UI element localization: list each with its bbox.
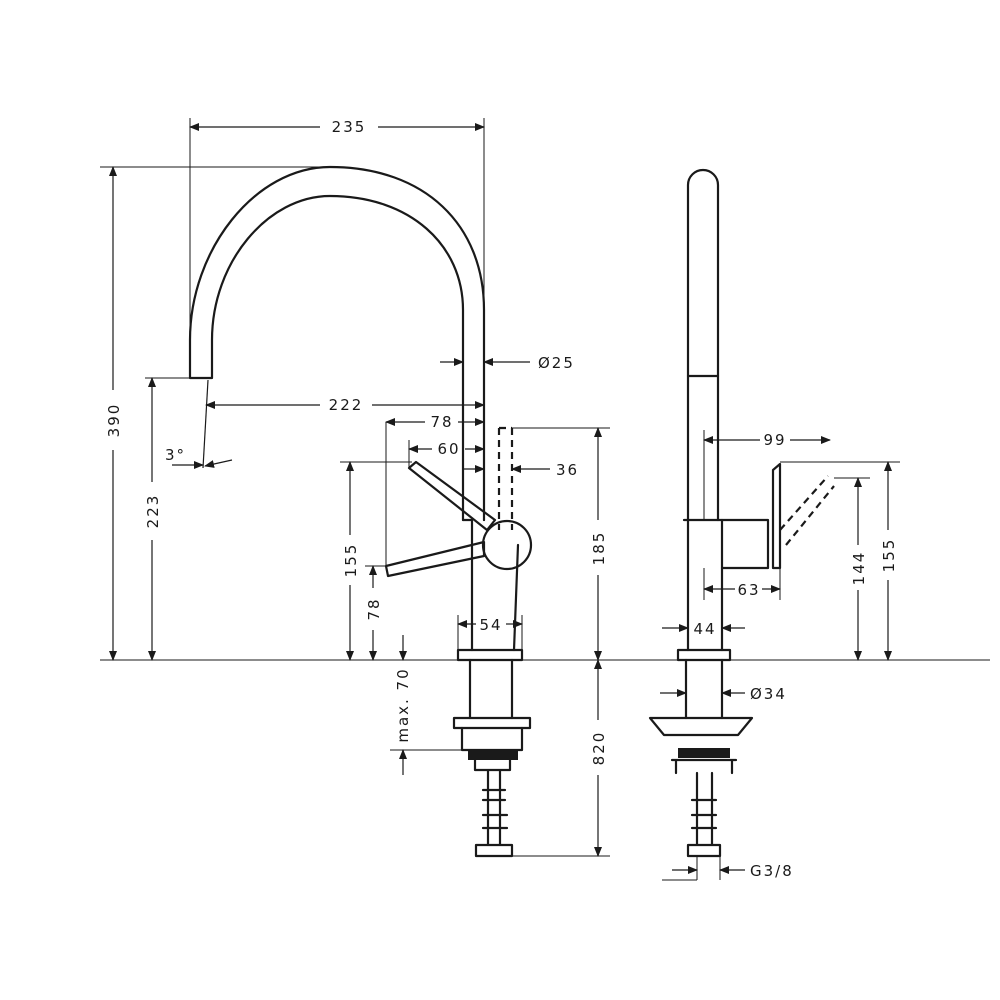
dim-label-222: 222 — [329, 396, 364, 414]
dim-label-g3-8: G3/8 — [750, 862, 794, 880]
side-cartridge — [720, 518, 770, 570]
side-lever-dashed — [779, 475, 835, 546]
front-mounting-plate — [452, 716, 532, 730]
dim-label-235: 235 — [332, 118, 367, 136]
front-nut-thread — [468, 750, 518, 760]
dim-label-820: 820 — [590, 731, 608, 766]
dim-label-angle-3: 3° — [165, 446, 186, 464]
side-view — [648, 168, 900, 881]
dim-label-78-low: 78 — [365, 597, 383, 620]
front-base — [456, 648, 524, 662]
side-spout-outline — [686, 168, 720, 522]
dim-label-390: 390 — [105, 403, 123, 438]
side-base — [676, 648, 732, 662]
side-mounting-plate — [648, 716, 754, 737]
dim-label-99: 99 — [763, 431, 786, 449]
dim-label-44: 44 — [693, 620, 716, 638]
lever-arm — [407, 460, 497, 532]
dim-label-max-70: max. 70 — [394, 667, 412, 742]
side-shank — [684, 658, 724, 720]
lever-hub — [481, 519, 533, 571]
dim-label-36: 36 — [556, 461, 579, 479]
dim-label-63: 63 — [737, 581, 760, 599]
dim-label-155-side: 155 — [880, 538, 898, 573]
dim-label-78-top: 78 — [430, 413, 453, 431]
lever-arm-open — [384, 540, 486, 578]
spout-outline — [188, 165, 486, 522]
dimension-labels: 235 390 Ø25 222 78 60 3° 36 223 155 78 1… — [105, 118, 898, 880]
dim-label-185: 185 — [590, 531, 608, 566]
side-hose-fittings — [670, 758, 738, 858]
dim-label-60: 60 — [437, 440, 460, 458]
dim-label-223: 223 — [144, 494, 162, 529]
front-view — [100, 118, 990, 858]
front-body — [461, 518, 520, 652]
dim-label-54: 54 — [479, 616, 502, 634]
side-nut-thread — [678, 748, 730, 758]
dim-label-144: 144 — [850, 551, 868, 586]
front-nut — [460, 726, 524, 752]
spout-outlet-tip — [202, 379, 209, 469]
dim-label-diameter-34: Ø34 — [750, 685, 787, 703]
dim-label-diameter-25: Ø25 — [538, 354, 575, 372]
lever-dashed-position — [497, 426, 514, 530]
side-lever — [771, 462, 782, 570]
front-shank — [468, 658, 514, 720]
dim-line — [204, 459, 233, 468]
front-hose-fittings — [473, 758, 514, 858]
dim-label-155-front: 155 — [342, 543, 360, 578]
